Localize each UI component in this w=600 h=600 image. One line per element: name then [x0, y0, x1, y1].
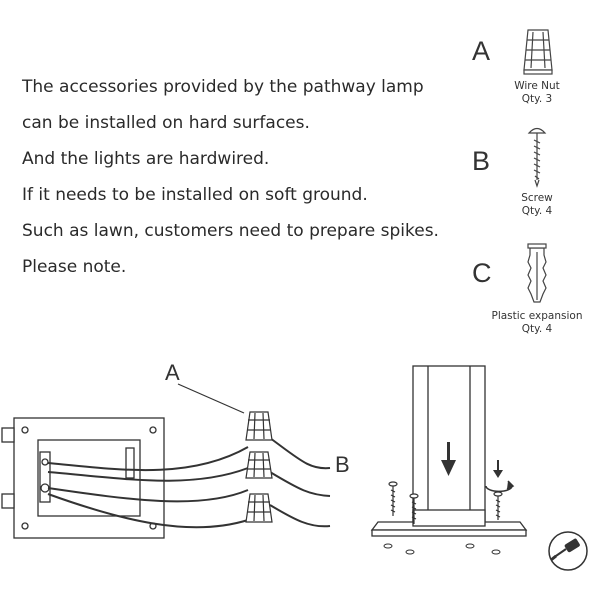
wire-nut-3	[245, 493, 273, 523]
intro-line-4: If it needs to be installed on soft grou…	[22, 185, 368, 205]
rotate-clockwise-icon	[485, 480, 515, 493]
mounting-screws	[388, 481, 503, 524]
intro-line-1: The accessories provided by the pathway …	[22, 77, 424, 97]
part-c-caption: Plastic expansion Qty. 4	[472, 310, 600, 336]
arrow-down-small-icon	[493, 460, 503, 478]
part-c-qty: Qty. 4	[521, 323, 553, 335]
mounting-label-b: B	[335, 452, 350, 477]
screw-icon	[527, 127, 547, 188]
plastic-anchor-icon	[527, 243, 547, 303]
base-plate	[370, 509, 528, 537]
part-c-letter: C	[472, 258, 492, 288]
wire-nut-icon	[523, 29, 553, 75]
part-b-name: Screw	[521, 192, 553, 204]
part-a-letter: A	[472, 36, 491, 66]
junction-box	[1, 417, 165, 539]
part-c-name: Plastic expansion	[491, 310, 583, 322]
intro-text: The accessories provided by the pathway …	[22, 72, 452, 288]
part-a-qty: Qty. 3	[521, 93, 553, 105]
intro-line-5: Such as lawn, customers need to prepare …	[22, 221, 439, 241]
screwdriver-icon	[548, 531, 588, 571]
part-b-caption: Screw Qty. 4	[472, 192, 600, 218]
wire-nut-1	[245, 411, 273, 441]
ground-holes	[383, 543, 501, 555]
wires	[47, 437, 331, 529]
screw-right	[493, 491, 503, 520]
part-b-letter: B	[472, 146, 491, 176]
screw-left-1	[388, 481, 398, 516]
intro-line-3: And the lights are hardwired.	[22, 149, 270, 169]
part-a-caption: Wire Nut Qty. 3	[472, 80, 600, 106]
intro-line-2: can be installed on hard surfaces.	[22, 113, 310, 133]
wiring-label-pointer	[177, 383, 245, 414]
wire-nuts	[245, 411, 273, 523]
part-a-name: Wire Nut	[514, 80, 560, 92]
part-b-qty: Qty. 4	[521, 205, 553, 217]
wire-nut-2	[245, 451, 273, 479]
intro-line-6: Please note.	[22, 257, 127, 277]
screw-left-2	[409, 493, 419, 524]
wiring-label-a: A	[165, 360, 180, 385]
arrow-down-icon	[441, 442, 456, 476]
